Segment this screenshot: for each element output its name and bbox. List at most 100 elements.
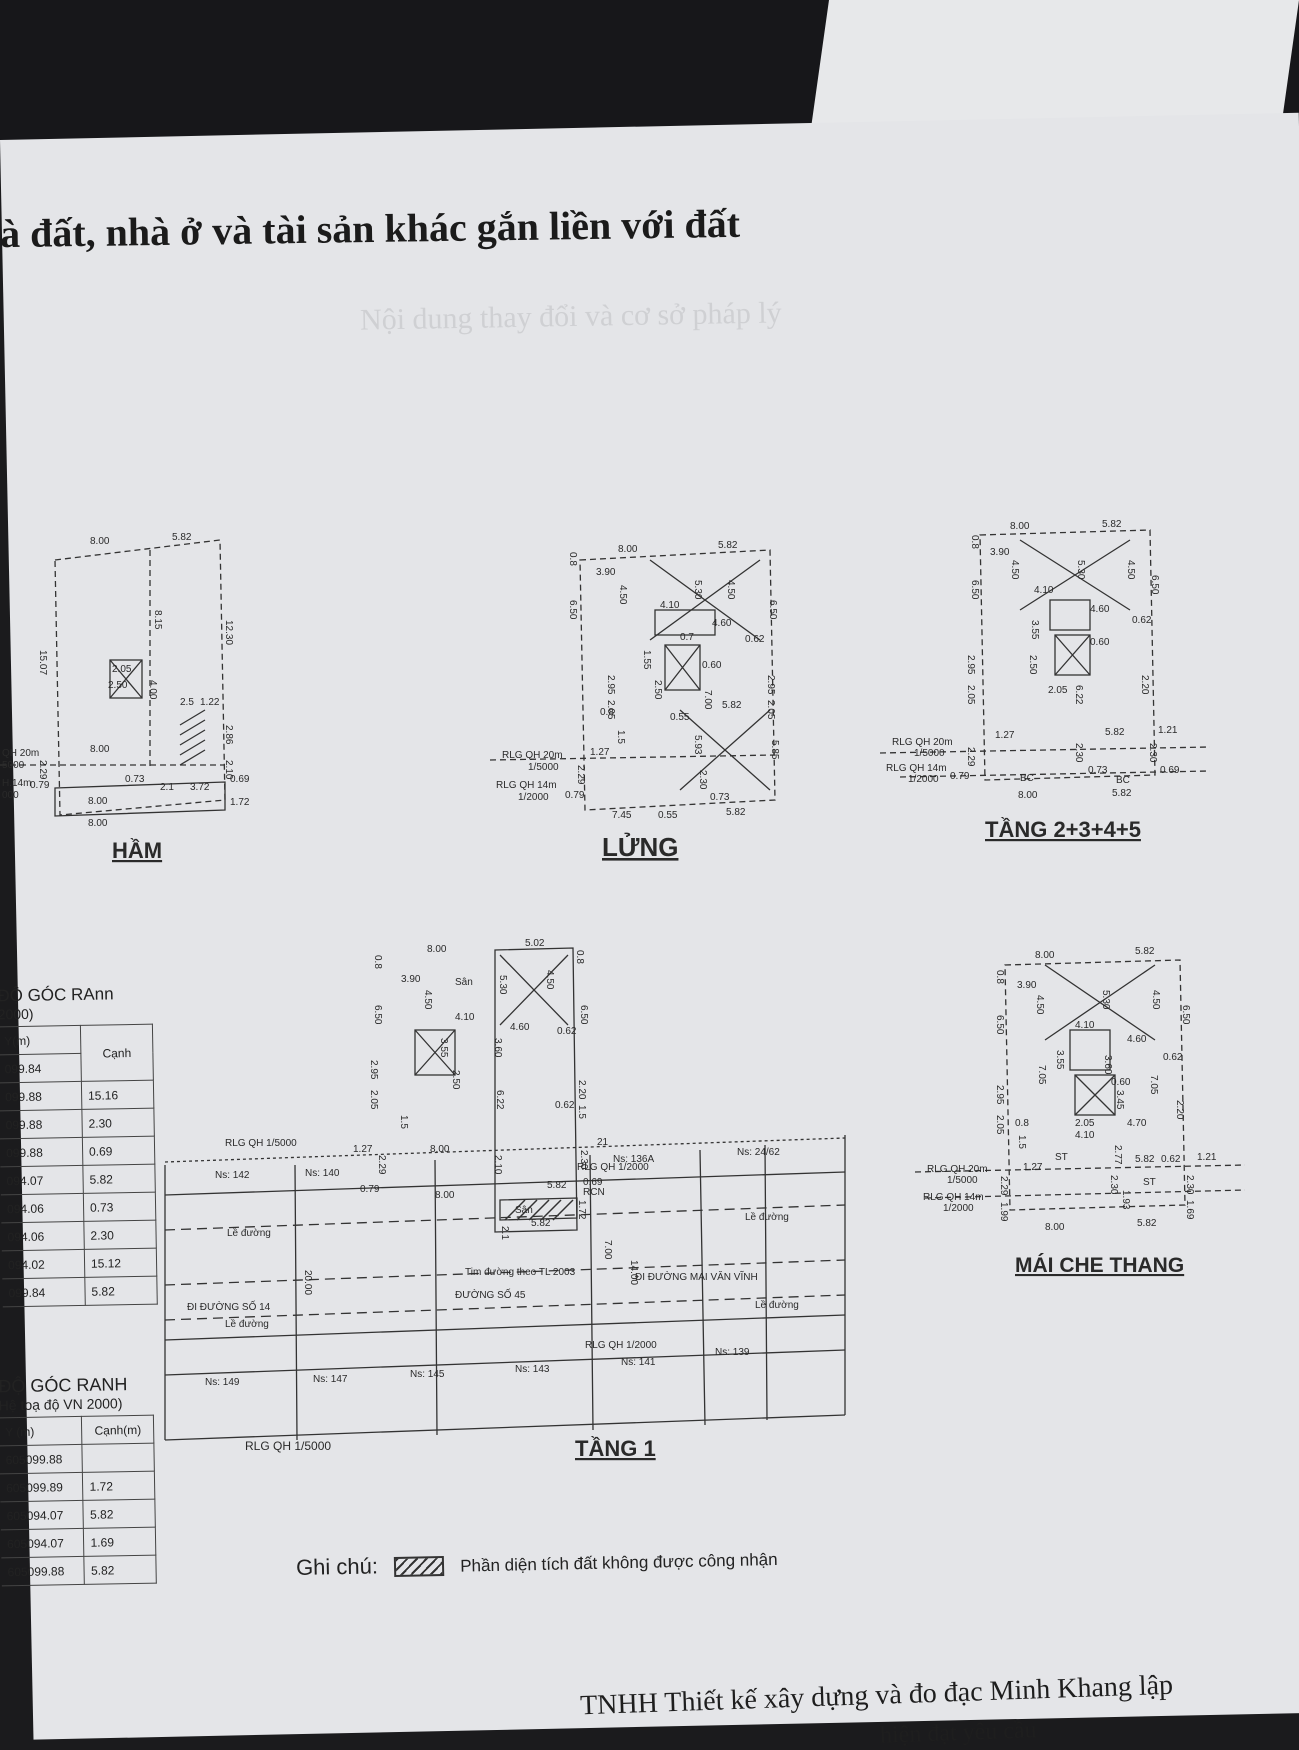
- dim-label: 2.95: [994, 1085, 1005, 1105]
- dim-label: ST: [1143, 1177, 1156, 1188]
- rlg-label: 1/2000: [908, 774, 939, 785]
- lung-dimensions: 8.00 5.82 0.8 3.90 4.50 5.30 4.50 6.50 6…: [496, 540, 780, 821]
- rlg-label: 1/5000: [947, 1175, 978, 1186]
- plan-mai-che-thang: 8.00 5.82 0.8 3.90 4.50 5.30 4.50 6.50 6…: [914, 946, 1246, 1277]
- dim-label: 2.30: [1184, 1175, 1195, 1195]
- dim-label: 4.50: [1125, 560, 1136, 580]
- dim-label: 2.77: [1112, 1145, 1123, 1165]
- coord-table-subtitle: Hệ toạ độ VN 2000): [0, 1395, 123, 1414]
- rlg-label: RLG QH 1/5000: [245, 1439, 331, 1453]
- dim-label: 1.27: [590, 747, 610, 758]
- dim-label: 5.82: [172, 532, 192, 543]
- dim-label: 8.00: [1045, 1222, 1065, 1233]
- dim-label: 2.05: [765, 700, 776, 720]
- dim-label: 1.5: [615, 730, 626, 744]
- dim-label: 6.50: [969, 580, 980, 600]
- y-cell: 099.84: [0, 1053, 82, 1083]
- dim-label: 6.50: [578, 1005, 589, 1025]
- dim-label: 0.79: [565, 790, 585, 801]
- dim-label: 4.70: [1127, 1118, 1147, 1129]
- rlg-label: RLG QH 14m: [886, 763, 947, 774]
- y-cell: 094.07: [0, 1165, 84, 1195]
- dim-label: 2.95: [605, 675, 616, 695]
- dim-label: 0.62: [1161, 1154, 1181, 1165]
- dim-label: 0.62: [1132, 615, 1152, 626]
- lot-label: Ns: 139: [715, 1347, 750, 1358]
- y-cell: 099.84: [2, 1277, 86, 1307]
- dim-label: 3.90: [401, 974, 421, 985]
- dim-label: 0.8: [567, 552, 578, 566]
- dim-label: 0.60: [1090, 637, 1110, 648]
- lot-label: Ns: 149: [205, 1377, 240, 1388]
- rlg-label: RLG QH 14m: [923, 1192, 984, 1203]
- lot-label: Ns: 141: [621, 1357, 656, 1368]
- lot-label: Ns: 24/62: [737, 1147, 780, 1158]
- dim-label: 2.05: [994, 1115, 1005, 1135]
- dim-label: 8.00: [90, 744, 110, 755]
- yard-label: Sân: [455, 977, 473, 988]
- rlg-label: RLG QH 20m: [892, 737, 953, 748]
- sidewalk-label: Lề đường: [755, 1299, 799, 1311]
- hatched-area: [499, 1197, 578, 1221]
- dim-label: 3.55: [1054, 1050, 1065, 1070]
- dim-label: 5.82: [718, 540, 738, 551]
- dim-label: 3.72: [190, 782, 210, 793]
- dim-label: 0.69: [583, 1177, 603, 1188]
- y-cell: 094.02: [1, 1249, 85, 1279]
- dim-label: 2.5: [180, 697, 194, 708]
- dim-label: 2.86: [223, 725, 234, 745]
- dim-label: 4.10: [455, 1012, 475, 1023]
- rlg-label: RLG QH 1/2000: [585, 1340, 657, 1351]
- lot-label: Ns: 140: [305, 1168, 340, 1179]
- dim-label: 4.60: [510, 1022, 530, 1033]
- col-header-y: Y (m): [0, 1416, 83, 1446]
- dim-label: 0.69: [230, 774, 250, 785]
- dim-label: 1.5: [576, 1105, 587, 1119]
- lot-label: Ns: 142: [215, 1170, 250, 1181]
- dim-label: 3.55: [438, 1038, 449, 1058]
- dim-label: 20.00: [302, 1270, 313, 1295]
- dim-label: 4.50: [422, 990, 433, 1010]
- note-text: Phần diện tích đất không được công nhận: [460, 1549, 778, 1576]
- dim-label: 0.69: [1160, 765, 1180, 776]
- coordinate-table-2: ĐỘ GÓC RANH Hệ toạ độ VN 2000) Y (m) Cạn…: [0, 1374, 157, 1587]
- dim-label: 2.05: [1048, 685, 1068, 696]
- dim-label: BC: [1116, 775, 1130, 786]
- dim-label: 2.20: [1139, 675, 1150, 695]
- dim-label: 2.10: [492, 1155, 503, 1175]
- dim-label: 8.00: [1018, 790, 1038, 801]
- dim-label: 4.10: [1075, 1130, 1095, 1141]
- coord-table-title: ĐỘ GÓC RANH: [0, 1374, 128, 1397]
- lot-label: Ns: 147: [313, 1374, 348, 1385]
- canh-cell: 0.69: [82, 1136, 155, 1166]
- lot-label: Ns: 145: [410, 1369, 445, 1380]
- rlg-label: RLG QH 20m: [927, 1164, 988, 1175]
- dim-label: 6.50: [994, 1015, 1005, 1035]
- dim-label: 2.95: [765, 675, 776, 695]
- plan-title: LỬNG: [602, 831, 678, 862]
- dim-label: 0.73: [710, 792, 730, 803]
- rlg-label: QH 20m: [2, 748, 39, 759]
- dim-label: 2.1: [160, 782, 174, 793]
- dim-label: 4.50: [725, 580, 736, 600]
- dim-label: 2.20: [1174, 1100, 1185, 1120]
- note-label: Ghi chú:: [295, 1553, 379, 1581]
- sidewalk-label: Lề đường: [745, 1211, 789, 1223]
- dim-label: 1.55: [641, 650, 652, 670]
- rlg-label: RLG QH 14m: [496, 780, 557, 791]
- dim-label: 2.29: [998, 1176, 1009, 1196]
- dim-label: 1.22: [200, 697, 220, 708]
- dim-label: 2.29: [965, 747, 976, 767]
- dim-label: 2.05: [965, 685, 976, 705]
- dim-label: 4.50: [1150, 990, 1161, 1010]
- dim-label: 6.22: [494, 1090, 505, 1110]
- tang1-dimensions: 8.00 5.02 0.8 3.90 4.50 5.30 4.50 6.50 6…: [302, 938, 639, 1295]
- dim-label: 3.90: [1017, 980, 1037, 991]
- dim-label: 5.82: [1137, 1218, 1157, 1229]
- dim-label: 14.00: [628, 1260, 639, 1285]
- dim-label: 2.29: [37, 760, 48, 780]
- dim-label: 4.50: [617, 585, 628, 605]
- dim-label: 0.55: [670, 712, 690, 723]
- dim-label: 0.73: [125, 774, 145, 785]
- dim-label: 5.30: [497, 975, 508, 995]
